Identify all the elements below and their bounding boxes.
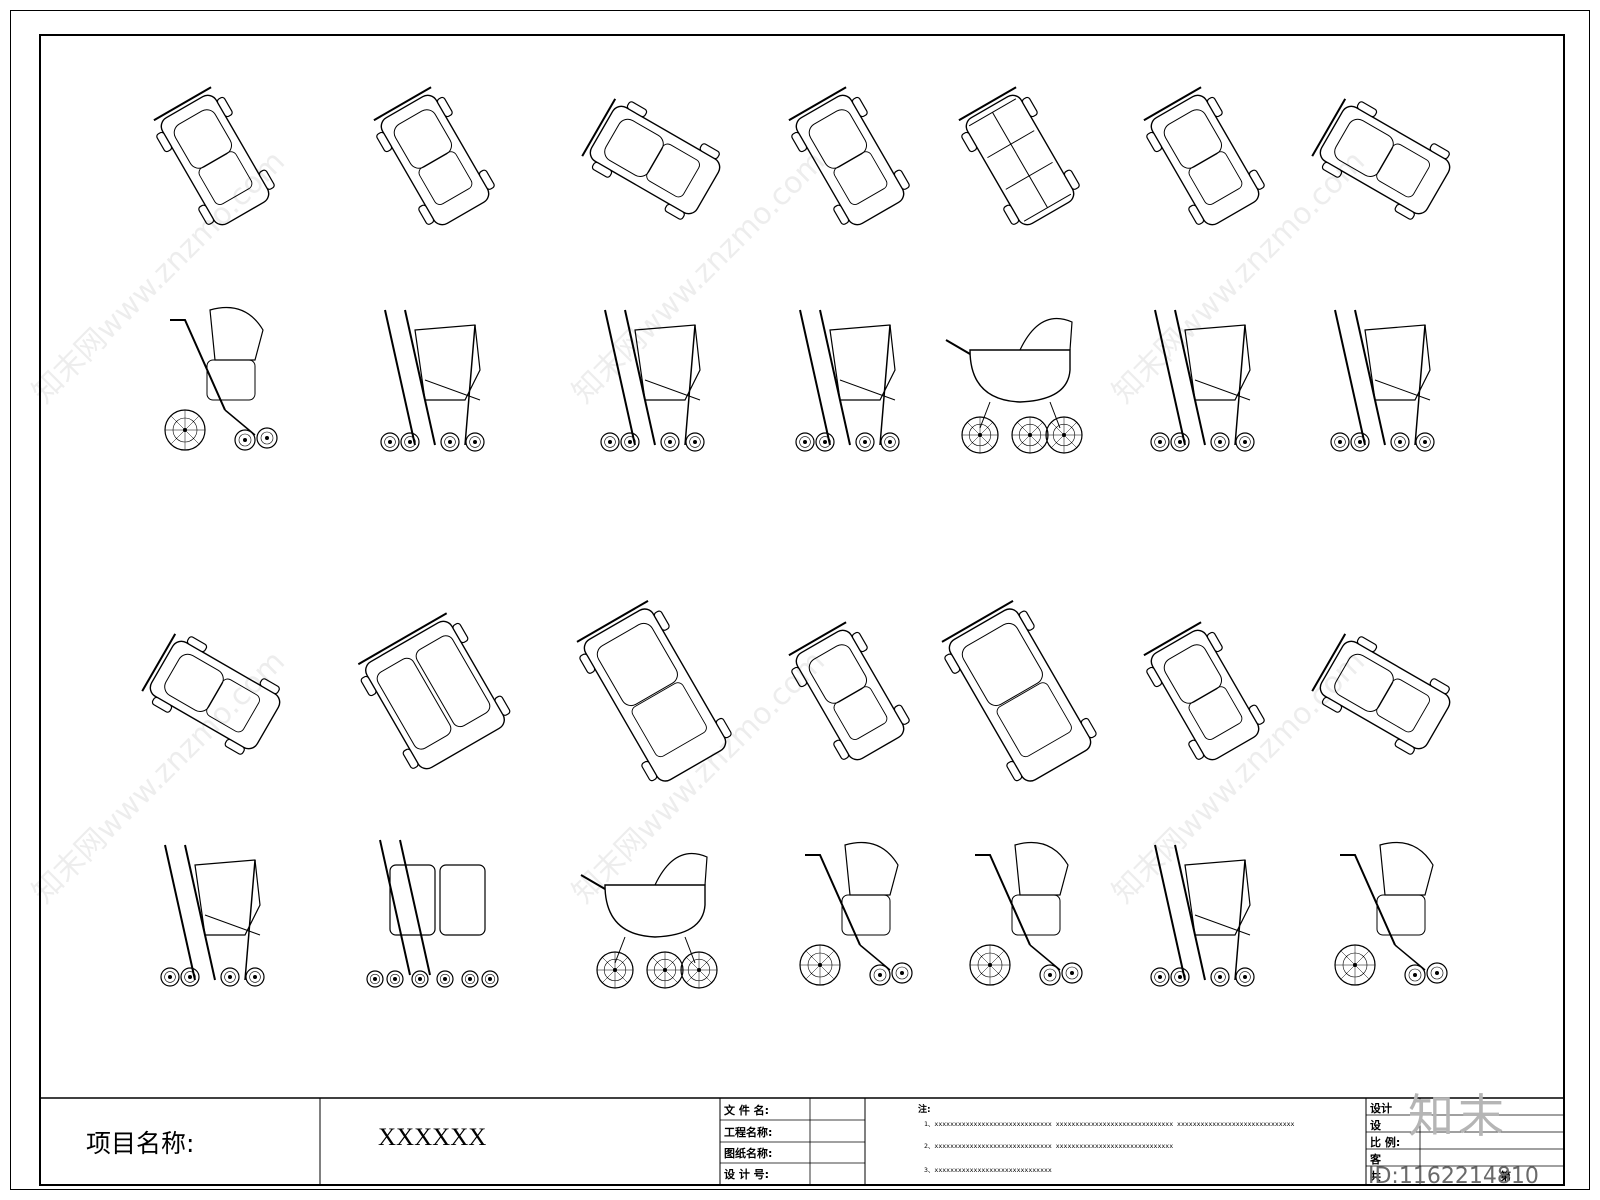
notes-label: 注: bbox=[918, 1105, 931, 1115]
scale-label: 比 例: bbox=[1370, 1136, 1401, 1149]
design-number-label: 设 计 号: bbox=[724, 1168, 770, 1181]
stroller-side-view-jogger bbox=[1334, 841, 1448, 986]
stroller-side-view-jogger bbox=[969, 841, 1083, 986]
stroller-side-view-umbrella bbox=[600, 309, 705, 452]
stroller-top-view-single bbox=[153, 86, 275, 226]
stroller-top-view-single bbox=[1311, 98, 1451, 220]
project-name-value: XXXXXX bbox=[378, 1124, 487, 1151]
stroller-top-view-single bbox=[141, 633, 281, 755]
brand-logo: 知末 bbox=[1408, 1089, 1508, 1143]
stroller-side-view-umbrella bbox=[1330, 309, 1435, 452]
stroller-side-view-umbrella bbox=[1150, 844, 1255, 987]
stroller-side-view-jogger bbox=[799, 841, 913, 986]
stroller-side-view-jogger bbox=[164, 306, 278, 451]
project-name-field-label: 工程名称: bbox=[724, 1126, 773, 1139]
inner-border bbox=[39, 34, 1565, 1186]
total-sheets-label: 共 bbox=[1370, 1170, 1381, 1183]
stroller-top-view-bassinet bbox=[576, 600, 732, 782]
stroller-symbols bbox=[141, 86, 1451, 989]
designer-label: 设计 bbox=[1370, 1102, 1392, 1115]
title-block-frame bbox=[40, 1097, 1564, 1185]
stroller-top-view-wide bbox=[941, 600, 1097, 782]
stroller-top-view-folded bbox=[958, 86, 1080, 226]
stroller-side-view-umbrella bbox=[380, 309, 485, 452]
stroller-top-view-single bbox=[581, 98, 721, 220]
stroller-side-view-pram bbox=[945, 317, 1083, 454]
stroller-top-view-single bbox=[1143, 86, 1265, 226]
outer-border bbox=[10, 10, 1590, 1190]
stroller-top-view-single bbox=[1143, 621, 1265, 761]
page-label: 第 bbox=[1500, 1170, 1511, 1183]
client-label: 客 bbox=[1370, 1153, 1381, 1166]
stroller-side-view-umbrella bbox=[795, 309, 900, 452]
stroller-side-view-umbrella bbox=[160, 844, 265, 987]
drawing-name-label: 图纸名称: bbox=[724, 1147, 773, 1160]
stroller-top-view-single bbox=[788, 86, 910, 226]
stroller-top-view-single bbox=[373, 86, 495, 226]
drawing-id: ID:1162214810 bbox=[1368, 1164, 1539, 1189]
file-name-label: 文 件 名: bbox=[724, 1104, 770, 1117]
design-label: 设 bbox=[1370, 1119, 1381, 1132]
stroller-side-view-umbrella bbox=[1150, 309, 1255, 452]
stroller-side-view-pram bbox=[580, 852, 718, 989]
stroller-top-view-double bbox=[357, 612, 511, 770]
project-name-label: 项目名称: bbox=[86, 1129, 195, 1158]
stroller-side-view-twin bbox=[366, 839, 499, 988]
stroller-top-view-single bbox=[1311, 633, 1451, 755]
stroller-top-view-single bbox=[788, 621, 910, 761]
note-line: 2、xxxxxxxxxxxxxxxxxxxxxxxxxxxxxx xxxxxxx… bbox=[924, 1142, 1174, 1150]
note-line: 1、xxxxxxxxxxxxxxxxxxxxxxxxxxxxxx xxxxxxx… bbox=[924, 1120, 1295, 1128]
note-line: 3、xxxxxxxxxxxxxxxxxxxxxxxxxxxxxx bbox=[924, 1166, 1052, 1174]
